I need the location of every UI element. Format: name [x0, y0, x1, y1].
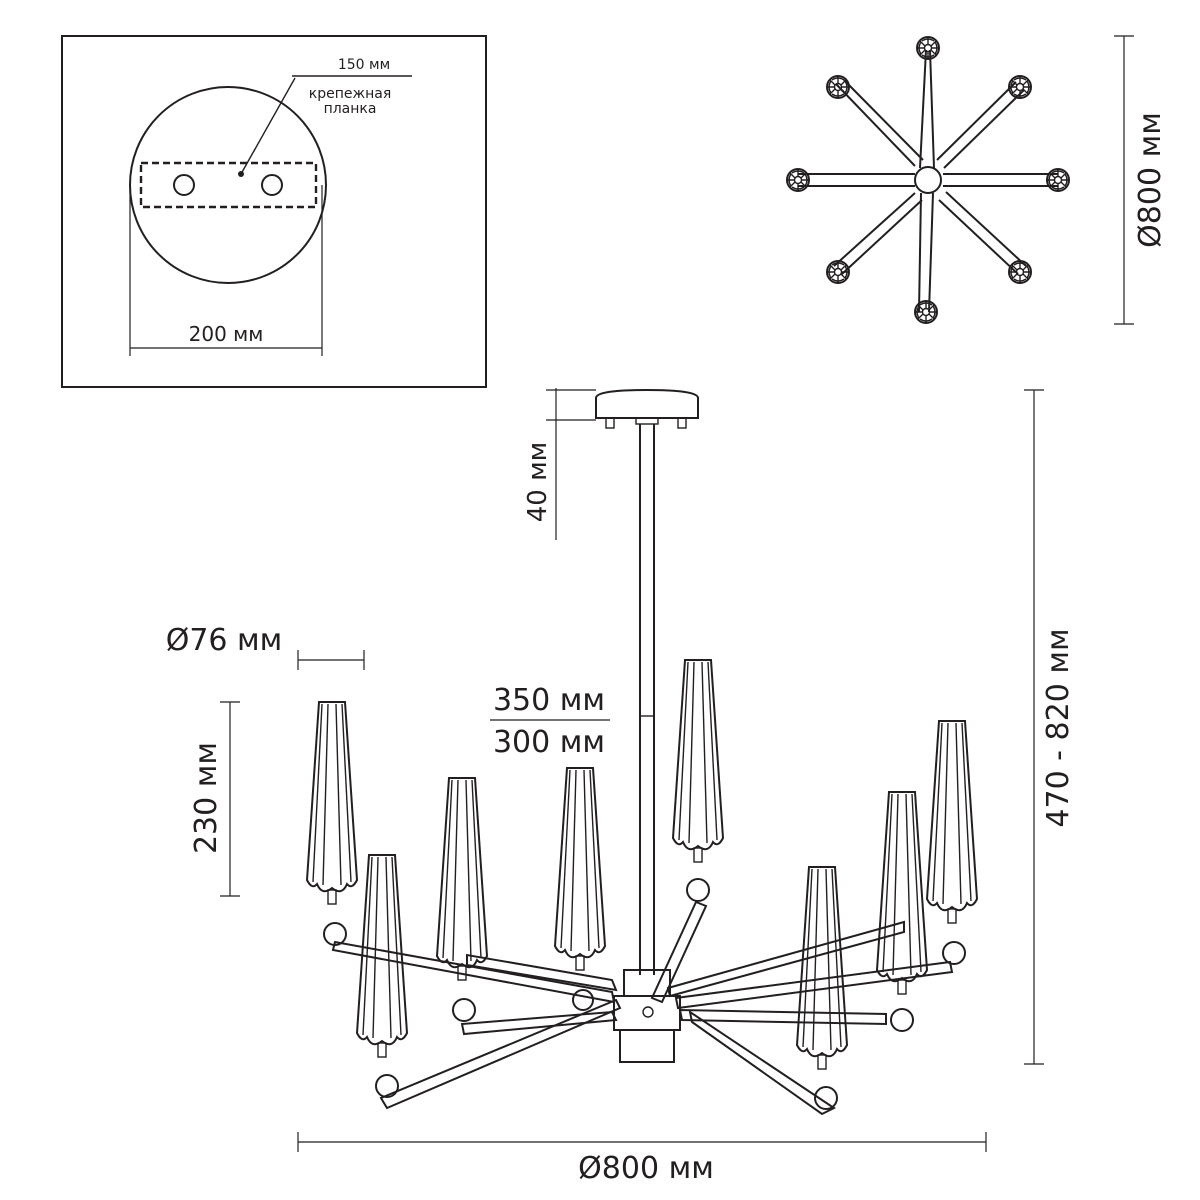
shade-rear-right — [876, 791, 928, 995]
top-view-shade-w — [786, 168, 810, 192]
shade-height-label: 230 мм — [189, 742, 224, 854]
plate-name-label-line2: планка — [324, 101, 377, 117]
side-view: 40 мм 470 - 820 мм Ø76 мм 230 мм 350 мм … — [166, 388, 1076, 1186]
mount-detail-panel: 150 мм крепежная планка 200 мм — [61, 35, 487, 388]
plate-width-label: 150 мм — [338, 57, 390, 73]
side-view-arms — [331, 900, 954, 1116]
top-view-diameter-label: Ø800 мм — [1133, 112, 1168, 248]
shade-rear-left — [436, 777, 488, 981]
canopy-height-label: 40 мм — [523, 442, 553, 523]
top-view-arms — [798, 49, 1058, 313]
side-view-canopy — [595, 388, 699, 419]
top-view: Ø800 мм — [786, 35, 1168, 325]
canopy-circle — [129, 86, 327, 284]
arm-level-label-lower: 300 мм — [493, 725, 605, 760]
mount-detail-frame — [61, 35, 487, 388]
top-view-shade-s — [914, 300, 938, 324]
top-view-shade-n — [916, 36, 940, 60]
arm-level-label-upper: 350 мм — [493, 683, 605, 718]
shade-front-right — [796, 866, 848, 1070]
plate-label-leader — [240, 77, 296, 175]
top-view-shade-e — [1046, 168, 1070, 192]
top-view-hub — [914, 166, 942, 194]
shade-far-right — [926, 720, 978, 924]
side-view-ball-joints — [323, 878, 966, 1110]
screw-hole-right — [261, 174, 283, 196]
canopy-diameter-label: 200 мм — [189, 322, 264, 346]
shade-front-far-left — [306, 701, 358, 905]
screw-hole-left — [173, 174, 195, 196]
top-view-shade-ne — [1008, 75, 1032, 99]
top-view-shade-sw — [826, 260, 850, 284]
shade-diameter-label: Ø76 мм — [166, 623, 283, 658]
overall-width-label: Ø800 мм — [578, 1151, 714, 1186]
plate-name-label-line1: крепежная — [309, 86, 392, 102]
total-height-label: 470 - 820 мм — [1041, 628, 1076, 827]
shade-rear-top — [672, 659, 724, 863]
top-view-shade-se — [1008, 260, 1032, 284]
shade-rear-center — [554, 767, 606, 971]
side-view-hub — [613, 969, 681, 1063]
mounting-plate-outline — [139, 161, 318, 209]
